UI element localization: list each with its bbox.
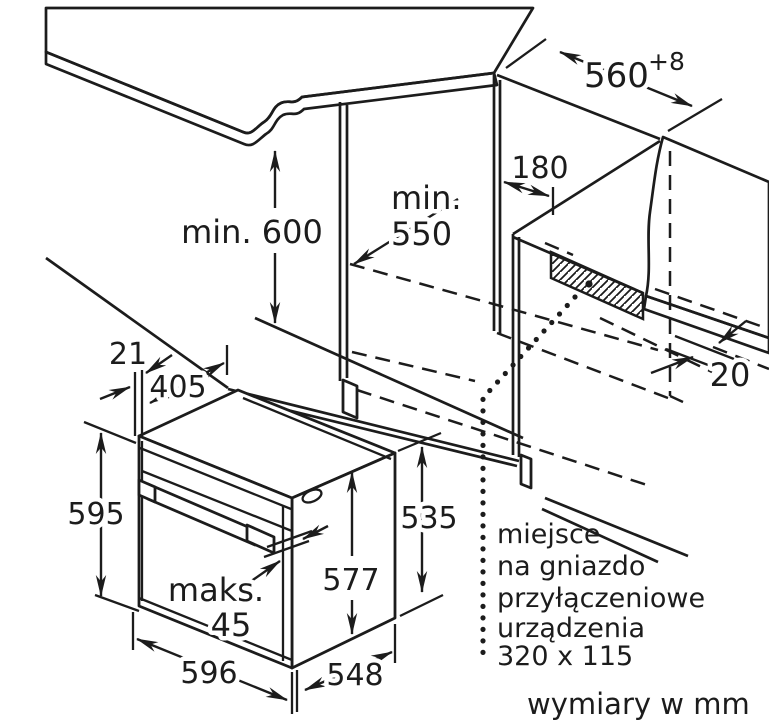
oven-side-grip-hole <box>301 488 323 504</box>
socket-leader-dotted <box>480 294 578 661</box>
dim-oven-depth-label: 548 <box>326 658 383 693</box>
dim-side-height: 535 <box>396 431 462 618</box>
hidden-edge-shelf <box>544 241 574 257</box>
dim-niche-width: 560 +8 <box>505 38 723 132</box>
dim-oven-depth: 548 <box>304 624 397 698</box>
dim-rear-gap-label: 20 <box>710 356 751 394</box>
dim-oven-width-label: 596 <box>180 656 237 691</box>
dim-front-height: 595 <box>63 420 140 613</box>
dim-socket-offset: 180 <box>503 147 573 215</box>
dim-frame-overhang-label: 21 <box>109 337 147 372</box>
hidden-edge-wall-vertical <box>668 151 684 404</box>
socket-note: miejsce na gniazdo przyłączeniowe urządz… <box>497 519 705 672</box>
dim-top-depth: 405 <box>145 345 229 410</box>
socket-note-line2: na gniazdo <box>497 551 645 582</box>
niche-front-corner <box>492 75 502 334</box>
side-wall-bottom-strip <box>642 294 769 355</box>
niche-left-panel-foot <box>341 378 359 420</box>
dim-niche-height: min. 600 <box>177 150 327 324</box>
oven-control-panel-line <box>141 469 293 533</box>
dim-niche-width-label: 560 <box>584 56 649 96</box>
hidden-edge-floor <box>356 388 654 489</box>
hidden-edge-below-strip <box>712 345 769 371</box>
dim-rear-gap: 20 <box>650 320 755 399</box>
socket-area-hatch <box>549 250 645 321</box>
dim-handle-depth-value: 45 <box>211 606 252 644</box>
niche-floor-edge <box>254 316 524 440</box>
niche-scene: min. 600 min. 550 560 +8 180 20 <box>44 6 769 661</box>
dim-socket-offset-label: 180 <box>511 151 568 186</box>
floor-right-edge <box>541 496 689 564</box>
hidden-edge-back-top <box>349 262 659 352</box>
dim-handle-depth-prefix: maks. <box>168 571 264 609</box>
hidden-edge-short <box>351 350 476 383</box>
dim-side-height-label: 535 <box>400 501 457 536</box>
oven-handle-left-cap <box>137 478 157 504</box>
dim-frame-overhang: 21 <box>99 333 173 438</box>
dim-niche-depth-prefix: min. <box>391 179 462 217</box>
countertop-edge <box>44 50 499 147</box>
dim-body-height-label: 577 <box>322 563 379 598</box>
socket-note-line3: przyłączeniowe <box>497 583 705 614</box>
oven-dimensions: 21 405 595 535 577 <box>63 333 462 714</box>
dim-niche-depth: min. 550 <box>353 175 466 266</box>
niche-side-panel <box>511 234 521 457</box>
hidden-edge-behind-wall <box>654 287 769 331</box>
side-wall <box>644 135 769 340</box>
dim-niche-depth-value: 550 <box>391 215 452 253</box>
dim-niche-height-label: min. 600 <box>181 213 323 251</box>
dim-top-depth-label: 405 <box>149 370 206 405</box>
oven <box>137 388 397 670</box>
socket-note-line5: 320 x 115 <box>497 641 633 672</box>
niche-side-panel-foot <box>519 453 533 490</box>
socket-dot <box>585 280 593 288</box>
socket-note-line4: urządzenia <box>497 613 645 644</box>
socket-note-line1: miejsce <box>497 519 600 550</box>
units-note: wymiary w mm <box>527 687 750 721</box>
dim-niche-width-tolerance: +8 <box>648 47 685 76</box>
dim-front-height-label: 595 <box>67 497 124 532</box>
oven-frame-top-inner <box>139 446 292 511</box>
niche-top-front-edge <box>496 73 661 141</box>
dim-body-height: 577 <box>318 471 384 635</box>
oven-top-back-lip <box>242 396 392 461</box>
niche-top-back-edge <box>512 139 661 236</box>
niche-left-panel <box>338 102 349 381</box>
dim-oven-width: 596 <box>131 612 299 714</box>
hidden-edge-corner <box>496 331 669 400</box>
